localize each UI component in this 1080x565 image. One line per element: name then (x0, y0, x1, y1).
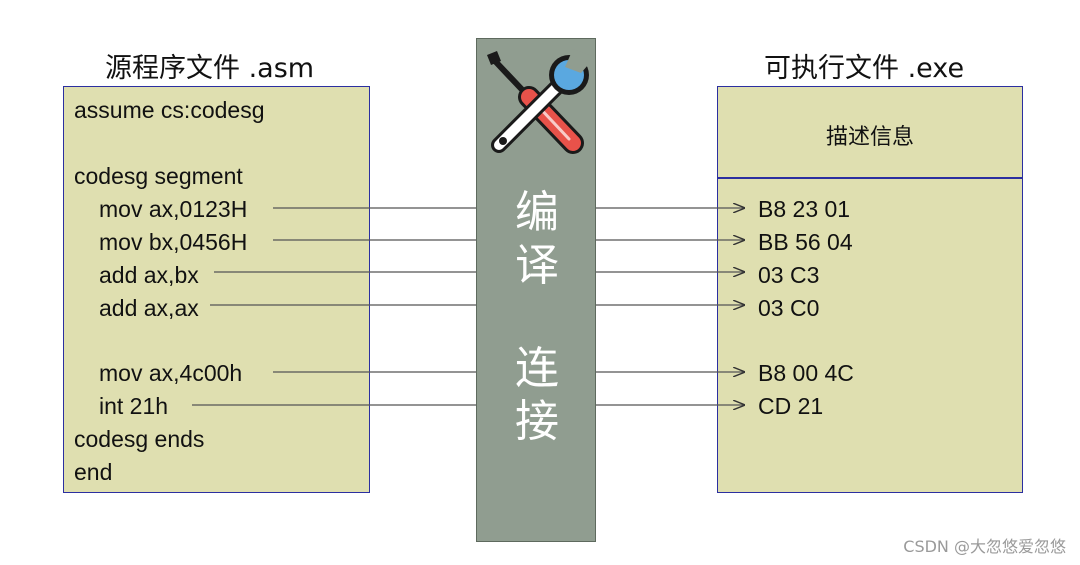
source-code-box: assume cs:codesg codesg segment mov ax,0… (63, 86, 370, 493)
machine-code-line: CD 21 (758, 393, 824, 419)
machine-code-line: B8 23 01 (758, 196, 851, 222)
link-char: 接 (515, 396, 559, 447)
machine-code-line: 03 C3 (758, 262, 820, 288)
header-divider (718, 177, 1022, 179)
executable-file-title: 可执行文件 .exe (764, 53, 965, 84)
compile-char: 编 (515, 187, 559, 238)
code-line: assume cs:codesg (74, 97, 265, 123)
code-line: add ax,bx (99, 262, 199, 288)
machine-code-line: B8 00 4C (758, 360, 854, 386)
description-info-label: 描述信息 (825, 125, 914, 150)
code-line: mov bx,0456H (99, 229, 248, 255)
code-line: add ax,ax (99, 295, 199, 321)
code-line: mov ax,0123H (99, 196, 248, 222)
watermark: CSDN @大忽悠爱忽悠 (903, 537, 1066, 556)
code-line: int 21h (99, 393, 169, 419)
executable-box: 描述信息 B8 23 01 BB 56 04 03 C3 03 C0 B8 00… (717, 86, 1023, 493)
link-char: 连 (515, 343, 559, 394)
compile-link-bar: 编 译 连 接 (476, 38, 596, 542)
source-file-title: 源程序文件 .asm (105, 53, 315, 84)
code-line: codesg ends (74, 426, 205, 452)
tools-icon (487, 49, 595, 154)
code-line: codesg segment (74, 163, 243, 189)
machine-code-line: 03 C0 (758, 295, 820, 321)
code-line: mov ax,4c00h (99, 360, 243, 386)
compile-char: 译 (515, 240, 559, 291)
machine-code-line: BB 56 04 (758, 229, 853, 255)
code-line: end (74, 459, 113, 485)
